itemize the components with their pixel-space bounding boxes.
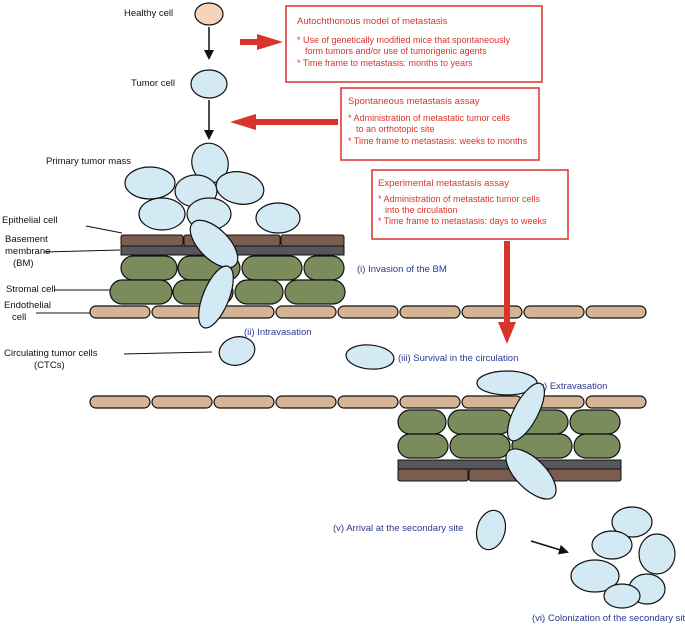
bm-leader-line [43,249,121,253]
autochthonous-title: Autochthonous model of metastasis [297,16,448,27]
spontaneous-line-3: * Time frame to metastasis: weeks to mon… [348,136,528,146]
experimental-line-2: into the circulation [385,205,458,215]
colonization-cluster [570,506,676,609]
stage-colonization-label: (vi) Colonization of the secondary site [532,613,685,624]
basement-membrane-label-3: (BM) [13,258,34,269]
primary-tumor-mass-label: Primary tumor mass [46,156,131,167]
exiting-cell [505,448,557,500]
endothelial-cell-label-2: cell [12,312,26,323]
ctcs-leader-line [123,351,213,355]
stromal-cell-label: Stromal cell [6,284,56,295]
stage-invasion-label: (i) Invasion of the BM [357,264,447,275]
spontaneous-red-arrow [230,114,338,130]
spontaneous-line-1: * Administration of metastatic tumor cel… [348,113,511,123]
intravasating-cell [198,265,234,329]
arrival-cell [475,509,507,551]
ctcs-label-1: Circulating tumor cells [4,348,98,359]
experimental-title: Experimental metastasis assay [378,178,509,189]
upper-endothelial-layer [89,305,647,319]
autochthonous-red-arrow [240,34,283,50]
basement-membrane-label-1: Basement [5,234,48,245]
circulating-tumor-cell-1 [218,336,256,366]
healthy-cell [194,2,224,26]
tumor-cell-label: Tumor cell [131,78,175,89]
healthy-cell-label: Healthy cell [124,8,173,19]
primary-tumor-mass [124,142,301,269]
spontaneous-title: Spontaneous metastasis assay [348,96,480,107]
stage-extravasation-label: (iv) Extravasation [534,381,607,392]
experimental-assay-box: Experimental metastasis assay * Administ… [371,169,569,240]
epithelial-cell-label: Epithelial cell [2,215,57,226]
arrival-to-colony-arrow [530,540,569,555]
tumor-cell [190,69,228,99]
autochthonous-line-2: form tumors and/or use of tumorigenic ag… [305,46,487,56]
epithelial-leader-line [85,225,123,234]
lower-endothelial-layer [89,395,647,409]
stage-survival-label: (iii) Survival in the circulation [398,353,518,364]
experimental-line-3: * Time frame to metastasis: days to week… [378,216,547,226]
ctcs-label-2: (CTCs) [34,360,65,371]
spontaneous-assay-box: Spontaneous metastasis assay * Administr… [340,87,540,161]
endothelial-cell-label-1: Endothelial [4,300,51,311]
circulating-tumor-cell-2 [345,344,395,370]
stage-arrival-label: (v) Arrival at the secondary site [333,523,463,534]
experimental-red-arrow [498,241,516,344]
basement-membrane-label-2: membrane [5,246,50,257]
autochthonous-line-3: * Time frame to metastasis: months to ye… [297,58,473,68]
experimental-line-1: * Administration of metastatic tumor cel… [378,194,541,204]
spontaneous-line-2: to an orthotopic site [356,124,435,134]
stage-intravasation-label: (ii) Intravasation [244,327,312,338]
autochthonous-model-box: Autochthonous model of metastasis * Use … [285,5,543,83]
autochthonous-line-1: * Use of genetically modified mice that … [297,35,511,45]
primary-stromal-layer [109,255,346,305]
extravasating-cell [507,382,545,442]
